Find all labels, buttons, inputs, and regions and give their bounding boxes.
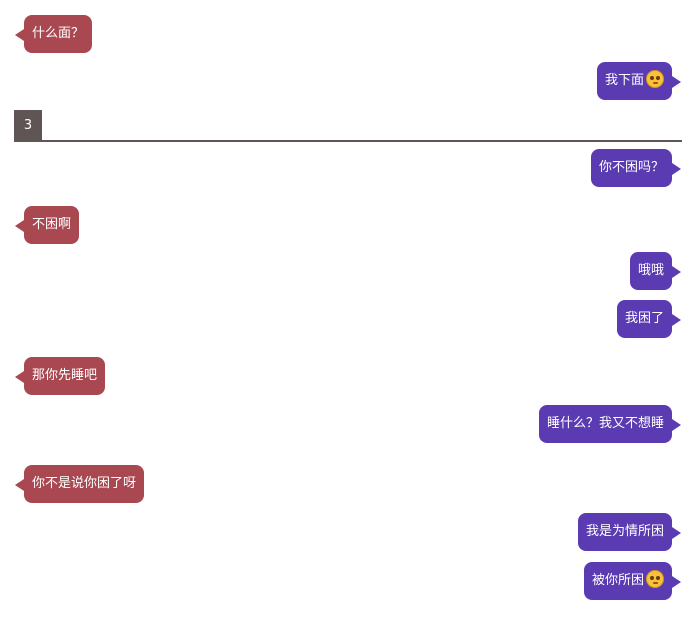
message-bubble-outgoing: 我是为情所困 xyxy=(577,513,682,551)
blushing-face-emoji-icon xyxy=(646,70,664,88)
message-bubble-outgoing: 睡什么？我又不想睡 xyxy=(538,405,682,443)
message-text: 那你先睡吧 xyxy=(32,368,98,383)
blushing-face-emoji-icon xyxy=(646,570,664,588)
message-bubble-incoming: 那你先睡吧 xyxy=(14,357,106,395)
message-text: 我是为情所困 xyxy=(585,524,664,539)
message-bubble-outgoing: 我下面 xyxy=(596,62,682,100)
message-text: 我困了 xyxy=(624,311,664,326)
message-text: 睡什么？我又不想睡 xyxy=(546,416,664,431)
message-bubble-incoming: 什么面？ xyxy=(14,15,93,53)
message-bubble-outgoing: 你不困吗？ xyxy=(590,149,682,187)
message-bubble-outgoing: 我困了 xyxy=(616,300,682,338)
message-text: 我下面 xyxy=(604,73,644,88)
message-text: 不困啊 xyxy=(32,217,72,232)
divider-badge: 3 xyxy=(14,110,42,141)
page-divider: 3 xyxy=(14,110,682,142)
message-bubble-incoming: 不困啊 xyxy=(14,206,80,244)
message-text: 什么面？ xyxy=(32,26,85,41)
divider-line xyxy=(14,140,682,142)
message-text: 你不是说你困了呀 xyxy=(32,476,137,491)
message-bubble-incoming: 你不是说你困了呀 xyxy=(14,465,145,503)
message-text: 被你所困 xyxy=(591,573,644,588)
message-text: 你不困吗？ xyxy=(598,160,664,175)
message-bubble-outgoing: 哦哦 xyxy=(629,252,682,290)
message-bubble-outgoing: 被你所困 xyxy=(583,562,682,600)
message-text: 哦哦 xyxy=(637,263,664,278)
